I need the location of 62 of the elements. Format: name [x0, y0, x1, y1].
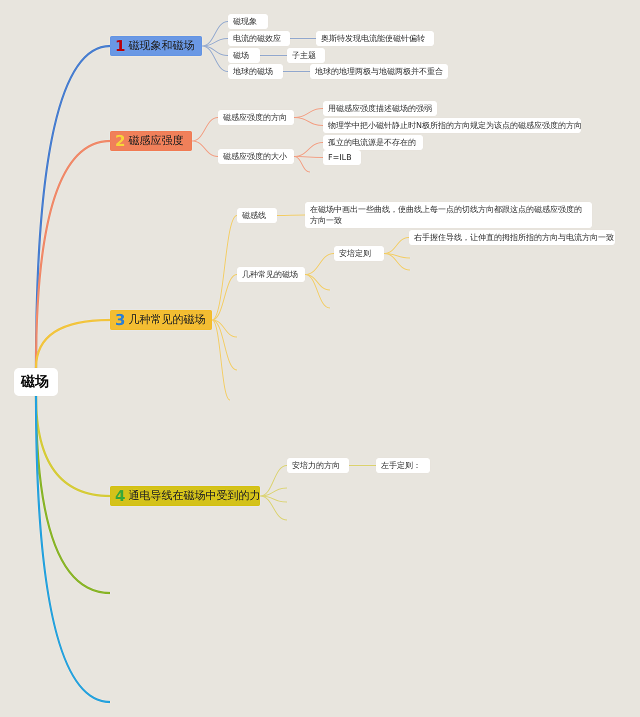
connector [304, 274, 330, 290]
connector [212, 320, 238, 370]
subtopic-box: 左手定则： [376, 458, 430, 473]
subtopic-box: 右手握住导线，让伸直的拇指所指的方向与电流方向一致 [409, 230, 615, 245]
connector [260, 496, 288, 502]
subtopic-box: 孤立的电流源是不存在的 [323, 135, 423, 150]
connector [294, 156, 310, 172]
connector [212, 215, 238, 320]
subtopic-box: 几种常见的磁场 [237, 267, 305, 282]
topic-number: 1 [115, 38, 126, 54]
subtopic-box: 物理学中把小磁针静止时N极所指的方向规定为该点的磁感应强度的方向 [323, 118, 581, 133]
topic-title: 磁感应强度 [128, 133, 184, 149]
connector [202, 46, 228, 72]
topic-number: 2 [115, 133, 126, 149]
connector [276, 214, 306, 216]
connector [348, 465, 376, 466]
main-topic-box [110, 36, 202, 56]
connector [34, 318, 110, 368]
connector [294, 117, 324, 126]
subtopic-box: 磁感线 [237, 208, 277, 223]
connector [212, 274, 238, 320]
topic-number: 3 [115, 312, 126, 328]
connector [290, 38, 316, 39]
connector [260, 496, 288, 520]
topic-number: 4 [115, 488, 126, 504]
subtopic-box: 磁感应强度的方向 [218, 110, 294, 125]
connector [260, 465, 288, 496]
connector [192, 140, 218, 157]
subtopic-box: 磁场 [228, 48, 260, 63]
connector [294, 156, 324, 158]
main-topic-box [110, 486, 260, 506]
connector [212, 320, 230, 400]
subtopic-box: 安培力的方向 [287, 458, 349, 473]
subtopic-box: 子主题 [287, 48, 325, 63]
subtopic-box: 在磁场中画出一些曲线，使曲线上每一点的切线方向都跟这点的磁感应强度的方向一致 [305, 202, 592, 228]
subtopic-box: 用磁感应强度描述磁场的强弱 [323, 101, 437, 116]
connector [384, 253, 410, 270]
subtopic-box: F=ILB [323, 150, 361, 165]
connector [304, 253, 334, 275]
connector [282, 71, 310, 72]
connector [384, 237, 410, 254]
subtopic-box: 安培定则 [334, 246, 384, 261]
topic-title: 磁现象和磁场 [128, 38, 194, 54]
subtopic-box: 地球的地理两极与地磁两极并不重合 [310, 64, 448, 79]
connector [212, 320, 238, 338]
central-topic-box: 磁场 [14, 368, 58, 396]
subtopic-box: 地球的磁场 [228, 64, 283, 79]
subtopic-box: 磁现象 [228, 14, 268, 29]
subtopic-box: 电流的磁效应 [228, 31, 290, 46]
topic-title: 几种常见的磁场 [128, 312, 206, 328]
connector [260, 55, 288, 56]
connector [192, 117, 218, 142]
connector [202, 21, 228, 46]
connector [384, 253, 410, 258]
connector [34, 396, 110, 704]
connector [304, 274, 330, 308]
topic-title: 通电导线在磁场中受到的力 [128, 488, 260, 504]
main-topic-box [110, 131, 192, 151]
connector [202, 46, 228, 56]
subtopic-box: 磁感应强度的大小 [218, 149, 294, 164]
subtopic-box: 奥斯特发现电流能使磁针偏转 [316, 31, 434, 46]
main-topic-box [110, 310, 212, 330]
